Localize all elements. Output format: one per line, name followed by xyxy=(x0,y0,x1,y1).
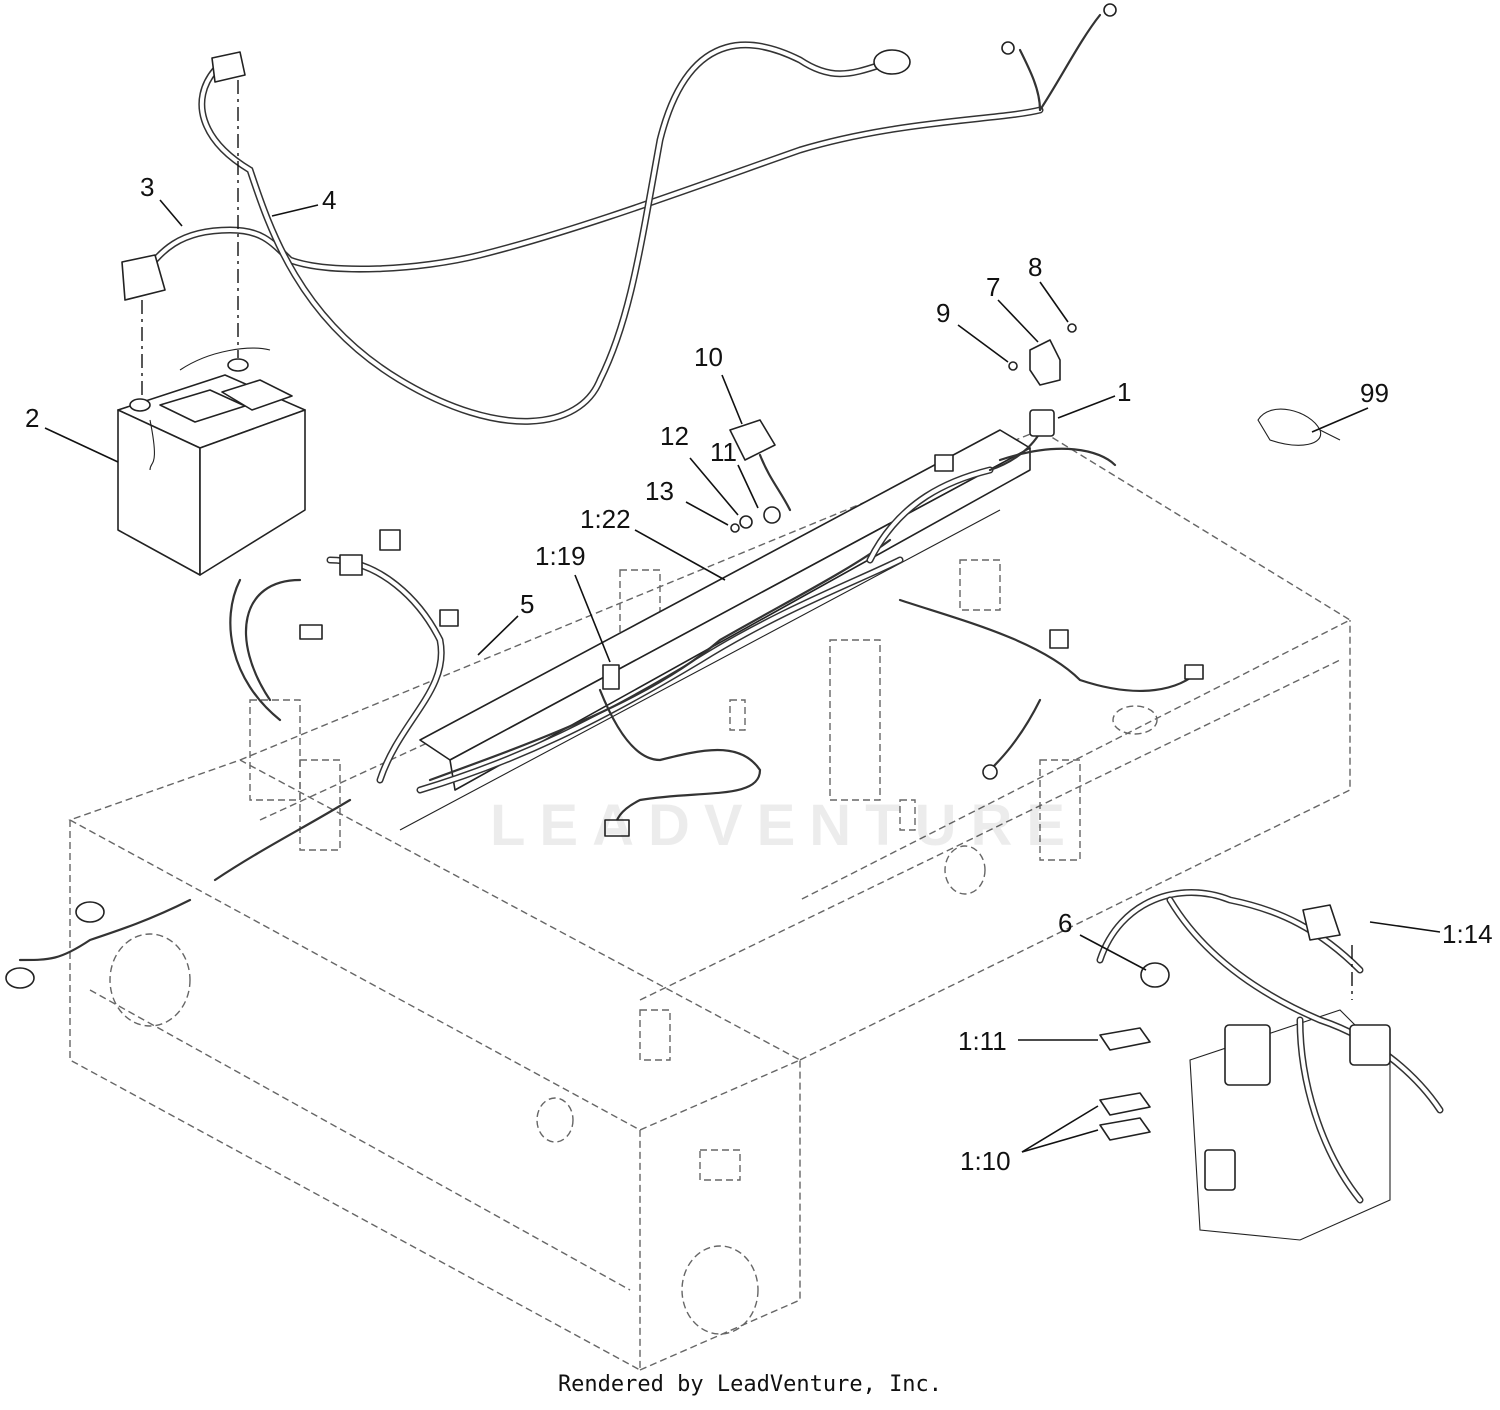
callout-4: 4 xyxy=(322,185,336,215)
cable-lug xyxy=(873,49,911,75)
harness-connector xyxy=(1049,629,1069,649)
ring-terminal xyxy=(982,764,998,780)
callout-1-14: 1:14 xyxy=(1442,919,1493,949)
watermark: LEADVENTURE xyxy=(490,793,1079,858)
battery-cable-positive xyxy=(121,106,1044,301)
callout-1-11: 1:11 xyxy=(958,1026,1007,1056)
callout-11: 11 xyxy=(710,437,737,467)
cable-lug xyxy=(1001,41,1015,55)
callout-3: 3 xyxy=(140,172,154,202)
callout-labels: 1 2 3 4 5 6 7 8 9 10 11 12 13 99 1:22 1:… xyxy=(25,172,1493,1176)
callout-5: 5 xyxy=(520,589,534,619)
cable-lug xyxy=(1103,3,1117,17)
relay-connector xyxy=(729,419,792,533)
harness-connector xyxy=(602,664,620,690)
harness-connector xyxy=(604,819,630,837)
callout-1-19: 1:19 xyxy=(535,541,586,571)
callout-2: 2 xyxy=(25,403,39,433)
battery xyxy=(117,347,306,576)
leader-lines xyxy=(44,199,1441,1153)
fuse-block-detail xyxy=(1096,889,1444,1241)
harness-connector xyxy=(1184,664,1204,680)
cable-tie xyxy=(1257,408,1341,446)
callout-12: 12 xyxy=(660,421,689,451)
harness-connector xyxy=(299,624,323,640)
harness-connector xyxy=(5,967,35,989)
callout-7: 7 xyxy=(986,272,1000,302)
harness-connector xyxy=(934,454,954,472)
callout-1-10: 1:10 xyxy=(960,1146,1011,1176)
battery-clamp xyxy=(211,51,246,83)
main-wiring-harness xyxy=(5,418,1204,989)
battery-cable-negative xyxy=(198,3,1117,425)
terminal-boot xyxy=(121,254,166,301)
render-credit: Rendered by LeadVenture, Inc. xyxy=(557,1372,943,1397)
callout-6: 6 xyxy=(1058,908,1072,938)
callout-9: 9 xyxy=(936,298,950,328)
callout-1-22: 1:22 xyxy=(580,504,631,534)
callout-13: 13 xyxy=(645,476,674,506)
harness-connector xyxy=(439,609,459,627)
callout-99: 99 xyxy=(1360,378,1389,408)
harness-connector xyxy=(379,529,401,551)
callout-8: 8 xyxy=(1028,252,1042,282)
harness-connector xyxy=(339,554,363,576)
callout-1: 1 xyxy=(1117,377,1131,407)
callout-10: 10 xyxy=(694,342,723,372)
harness-connector xyxy=(75,901,105,923)
relay-bracket xyxy=(1008,323,1077,437)
chassis-frame xyxy=(68,429,1352,1372)
